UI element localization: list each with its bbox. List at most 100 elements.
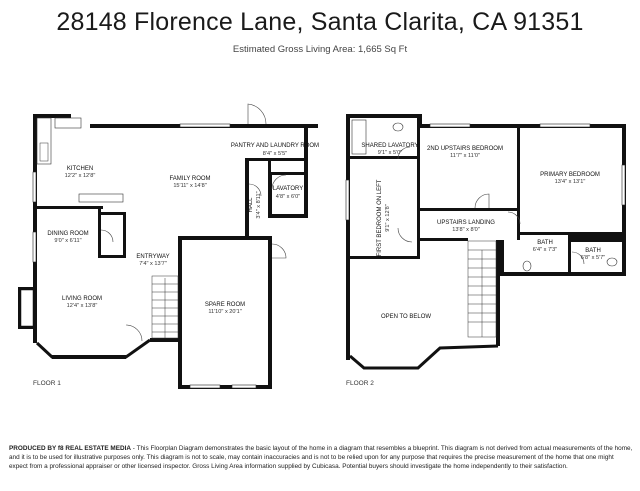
label-pantry: PANTRY AND LAUNDRY ROOM bbox=[231, 143, 319, 149]
f1-bay-window bbox=[35, 338, 151, 359]
f2-wall-landing-top bbox=[420, 208, 520, 211]
floor-1-label: FLOOR 1 bbox=[33, 380, 61, 387]
f1-wall-family-bottom bbox=[245, 160, 249, 236]
f2-wall-bath2-left bbox=[568, 232, 571, 274]
f1-wall-pantry-top bbox=[242, 124, 318, 128]
f2-wall-top-right bbox=[420, 124, 626, 128]
tub bbox=[351, 119, 367, 155]
f2-wall-bed2-right bbox=[517, 128, 520, 240]
dims-spare-room: 11'10" x 20'1" bbox=[208, 309, 241, 315]
stove bbox=[39, 142, 49, 162]
dims-bath-1: 6'4" x 7'3" bbox=[533, 247, 557, 253]
kitchen-counter-top bbox=[54, 117, 82, 129]
label-upstairs-landing: UPSTAIRS LANDING bbox=[437, 220, 495, 226]
f1-door-spare bbox=[271, 243, 287, 259]
f1-wall-spare-bottom bbox=[178, 385, 272, 389]
f1-wall-left-lower bbox=[33, 209, 37, 343]
label-hall: HALL bbox=[248, 197, 254, 213]
f2-stairs bbox=[467, 240, 497, 338]
label-first-bedroom: FIRST BEDROOM ON LEFT bbox=[377, 179, 383, 256]
label-shared-lavatory: SHARED LAVATORY bbox=[361, 143, 418, 149]
f1-wall-left-upper bbox=[33, 114, 37, 214]
dims-2nd-bedroom: 11'7" x 11'0" bbox=[450, 153, 480, 159]
f2-wall-shared-bottom bbox=[350, 156, 420, 159]
f2-wall-bath-bottom bbox=[500, 272, 626, 276]
f1-door-pantry bbox=[247, 103, 267, 125]
f1-window-spare bbox=[189, 384, 221, 389]
dims-first-bedroom: 9'1" x 12'8" bbox=[385, 204, 391, 232]
kitchen-island bbox=[78, 193, 124, 203]
f2-door-bath2 bbox=[571, 251, 585, 265]
label-bath-2: BATH bbox=[585, 248, 601, 254]
f1-wall-right-mid bbox=[268, 214, 308, 218]
dims-lavatory: 4'8" x 6'0" bbox=[276, 194, 300, 200]
f1-window-dining bbox=[32, 231, 37, 263]
f1-wall-top-mid bbox=[90, 124, 245, 128]
floor-2-plan: SHARED LAVATORY 9'1" x 5'0" 2ND UPSTAIRS… bbox=[345, 114, 626, 387]
floor-1-plan: KITCHEN 12'2" x 12'8" FAMILY ROOM 15'11"… bbox=[18, 103, 319, 389]
disclaimer-producer: PRODUCED BY f8 REAL ESTATE MEDIA bbox=[9, 445, 132, 452]
label-open-to-below: OPEN TO BELOW bbox=[381, 314, 431, 320]
f2-wall-open-right bbox=[496, 240, 500, 346]
label-spare-room: SPARE ROOM bbox=[205, 302, 245, 308]
dims-family-room: 15'11" x 14'8" bbox=[173, 183, 206, 189]
dims-primary-bedroom: 13'4" x 13'1" bbox=[555, 179, 586, 185]
disclaimer: PRODUCED BY f8 REAL ESTATE MEDIA - This … bbox=[9, 444, 633, 471]
f1-door-entry bbox=[125, 324, 143, 342]
f2-wall-closet bbox=[568, 232, 622, 242]
f1-wall-top bbox=[33, 114, 71, 118]
f2-wall-bath-left bbox=[500, 240, 504, 276]
f1-wall-spare-right bbox=[268, 236, 272, 388]
f1-wall-right-upper bbox=[304, 124, 308, 218]
f1-window-spare2 bbox=[231, 384, 257, 389]
f1-wall-lav-left bbox=[268, 160, 271, 216]
f2-wall-landing-bottom bbox=[420, 238, 468, 241]
floor-2-label: FLOOR 2 bbox=[346, 380, 374, 387]
f2-door-primary bbox=[507, 211, 521, 225]
label-lavatory: LAVATORY bbox=[273, 186, 303, 192]
dims-kitchen: 12'2" x 12'8" bbox=[65, 173, 96, 179]
label-bath-1: BATH bbox=[537, 240, 553, 246]
f2-bay-open bbox=[349, 344, 499, 370]
page-title: 28148 Florence Lane, Santa Clarita, CA 9… bbox=[56, 8, 584, 36]
bath-sink bbox=[606, 257, 618, 267]
kitchen-counter-left bbox=[36, 117, 52, 165]
f2-window-primary bbox=[539, 123, 591, 128]
disclaimer-text: - This Floorplan Diagram demonstrates th… bbox=[9, 445, 633, 470]
label-primary-bedroom: PRIMARY BEDROOM bbox=[540, 172, 600, 178]
label-living-room: LIVING ROOM bbox=[62, 296, 102, 302]
f2-wall-top-left bbox=[346, 114, 422, 118]
f1-wall-spare-top bbox=[178, 236, 272, 240]
f1-wall-closet2 bbox=[123, 212, 126, 258]
dims-entryway: 7'4" x 13'7" bbox=[139, 261, 167, 267]
f1-wall-entry-bottom bbox=[98, 255, 126, 258]
f2-door-shared bbox=[397, 146, 411, 160]
f1-window-family bbox=[179, 123, 231, 128]
f1-wall-living-right bbox=[150, 338, 180, 342]
fireplace-hearth bbox=[20, 289, 34, 327]
f1-window-kitchen bbox=[32, 171, 37, 203]
dims-hall: 3'4" x 8'11" bbox=[256, 191, 262, 218]
label-entryway: ENTRYWAY bbox=[136, 254, 169, 260]
f2-wall-bed1-bottom bbox=[350, 256, 420, 259]
f1-wall-pantry-bottom bbox=[245, 158, 308, 161]
f1-door-closet bbox=[100, 229, 114, 243]
dims-dining-room: 9'0" x 6'11" bbox=[54, 238, 81, 244]
dims-living-room: 12'4" x 13'8" bbox=[67, 303, 98, 309]
f1-wall-spare-left bbox=[178, 236, 182, 388]
bath-toilet bbox=[522, 260, 532, 272]
f2-wall-left bbox=[346, 114, 350, 360]
dims-bath-2: 6'8" x 5'7" bbox=[581, 255, 605, 261]
f1-wall-kitchen-bottom bbox=[33, 206, 103, 209]
f2-window-bed2 bbox=[429, 123, 471, 128]
page-subtitle: Estimated Gross Living Area: 1,665 Sq Ft bbox=[232, 44, 408, 55]
f2-window-primary-right bbox=[621, 164, 626, 206]
f2-door-bed2 bbox=[474, 193, 490, 209]
label-kitchen: KITCHEN bbox=[67, 166, 93, 172]
f2-window-bed1 bbox=[345, 179, 350, 221]
dims-shared-lavatory: 9'1" x 5'0" bbox=[378, 150, 402, 156]
sink bbox=[392, 122, 404, 132]
f1-stairs bbox=[151, 275, 179, 339]
label-family-room: FAMILY ROOM bbox=[169, 176, 210, 182]
